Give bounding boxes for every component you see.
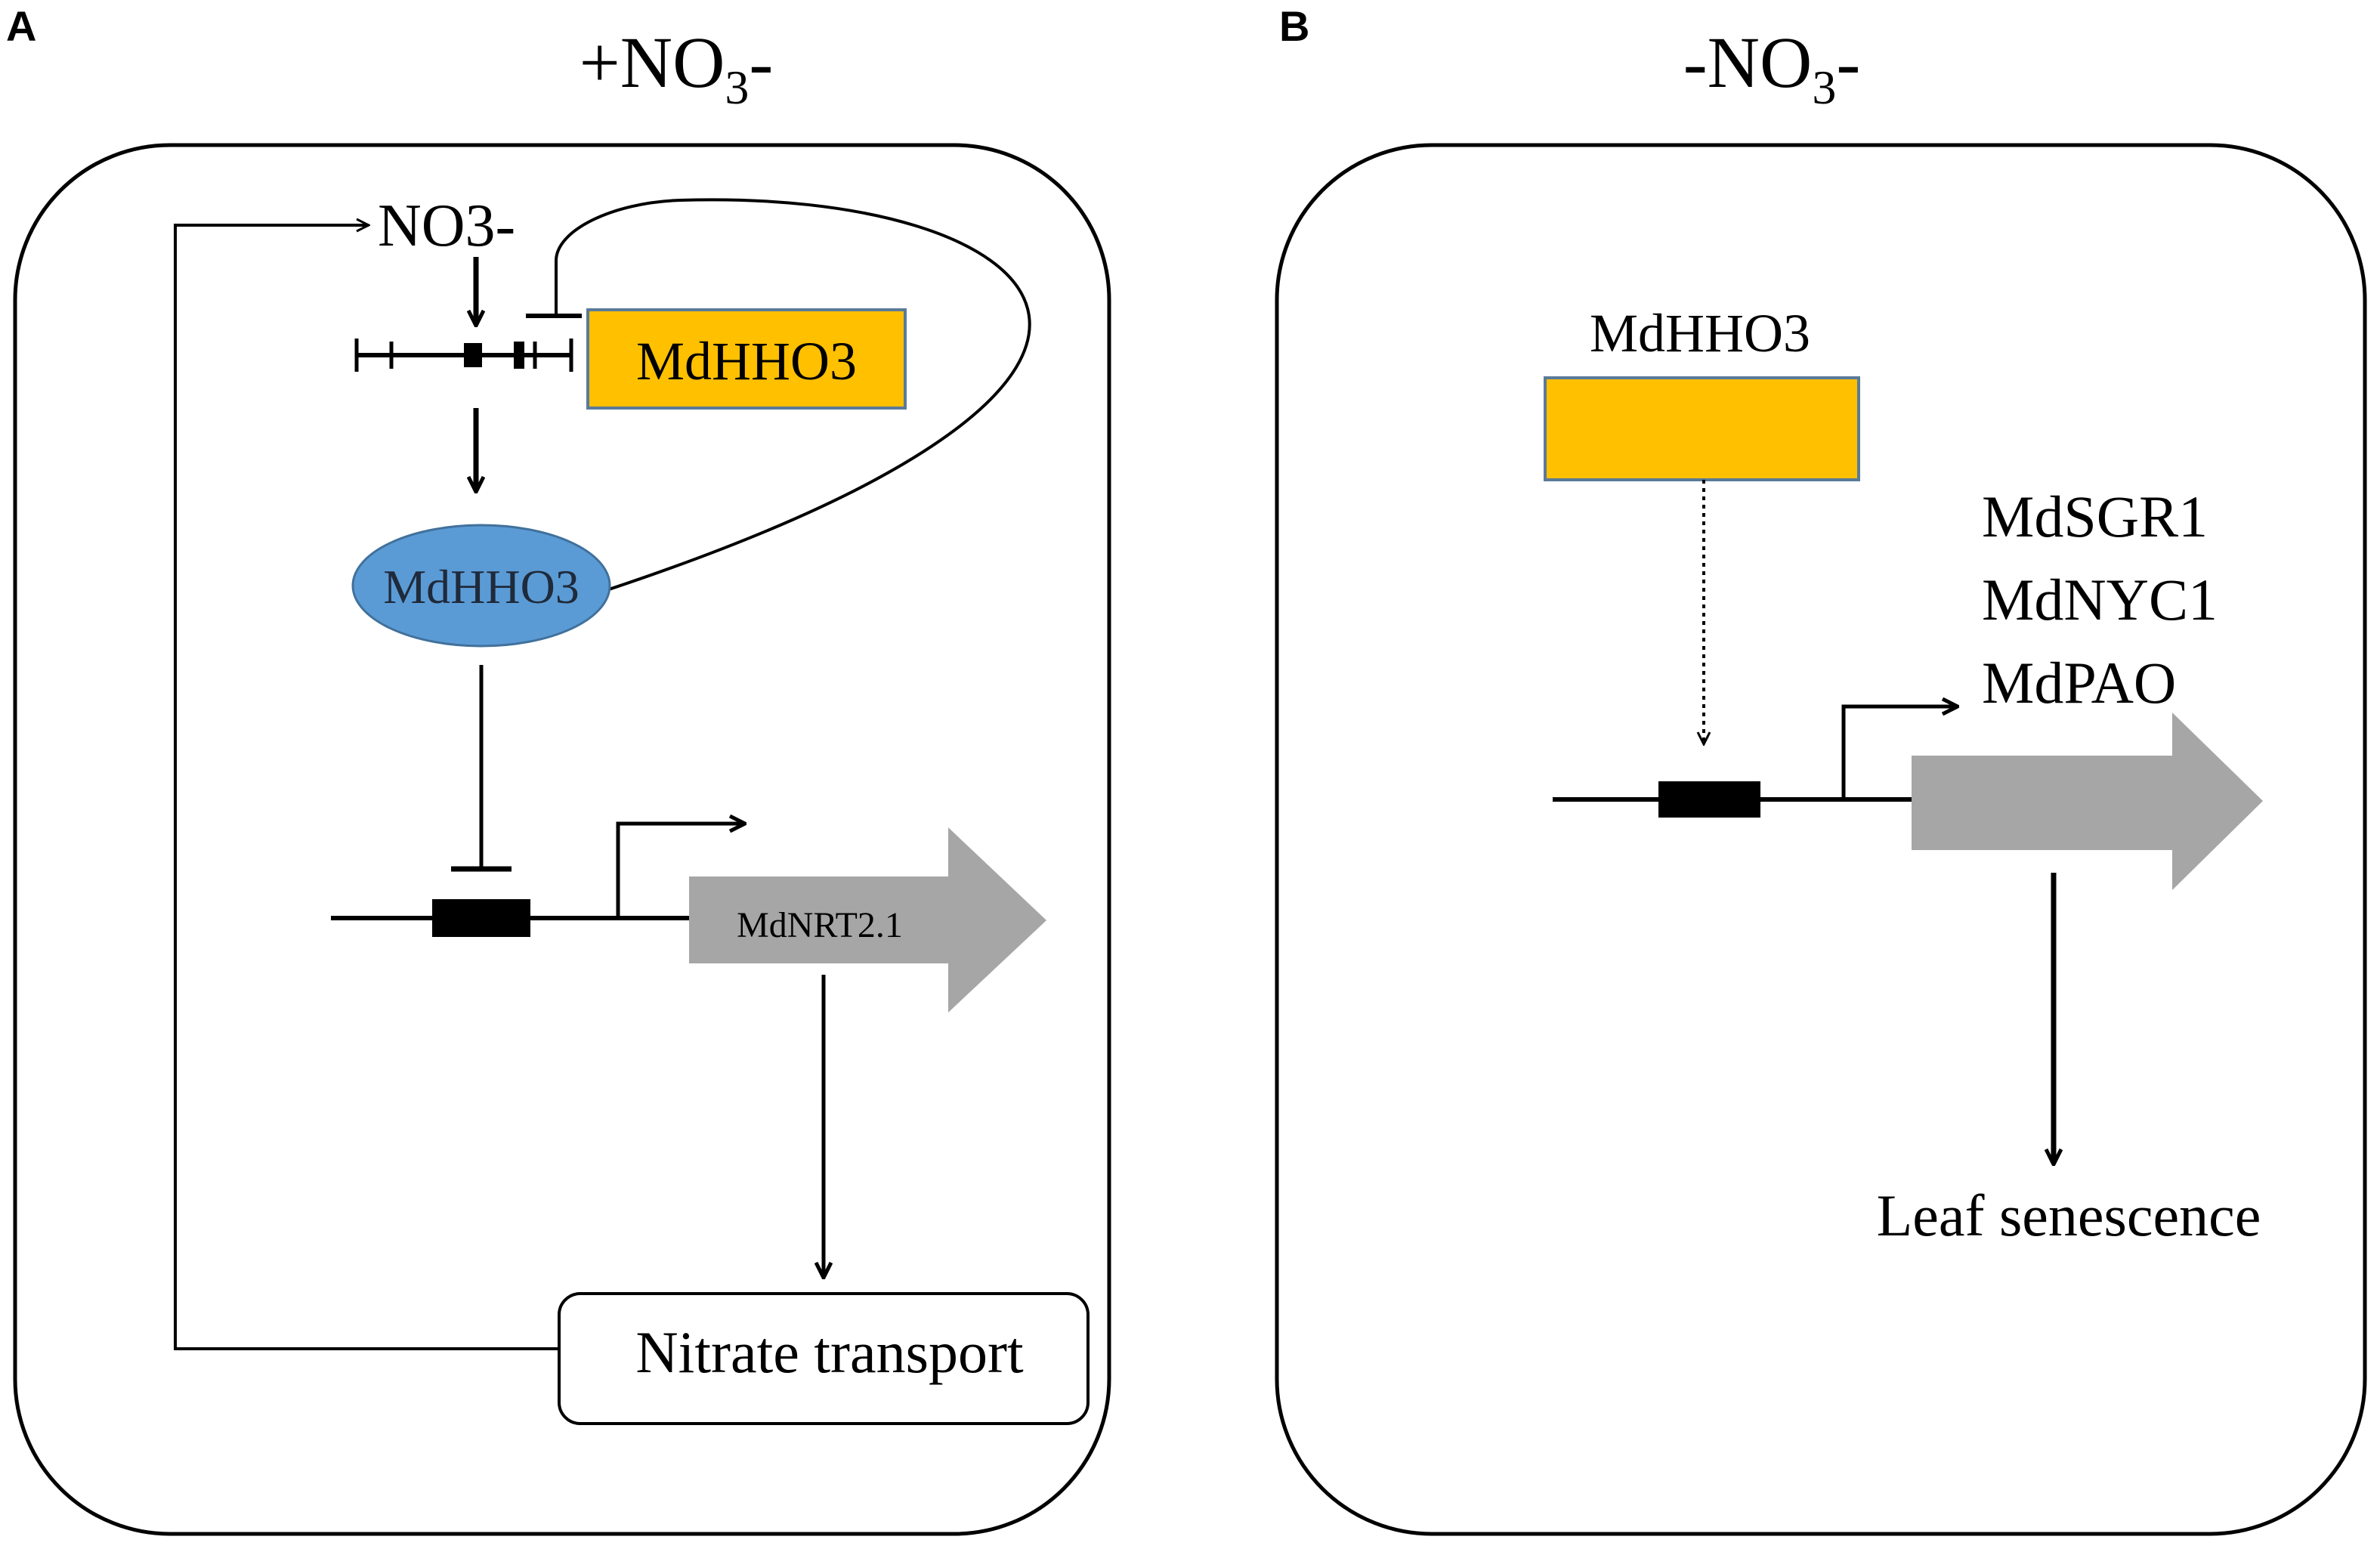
nitrate-transport-box bbox=[558, 1292, 1090, 1425]
target-gene-mdsgr1: MdSGR1 bbox=[1982, 484, 2208, 549]
mdnrt21-gene-label: MdNRT2.1 bbox=[737, 905, 903, 945]
nitrate-signal-label: NO3- bbox=[378, 193, 515, 259]
panel-a-letter: A bbox=[6, 2, 36, 50]
panel-a-title-subscript: 3 bbox=[725, 60, 749, 114]
nitrate-transport-label: Nitrate transport bbox=[635, 1319, 1024, 1385]
panel-a-cell-boundary bbox=[13, 143, 1111, 1536]
senescence-genes-arrow bbox=[1912, 713, 2263, 890]
mdhho3-promoter-box bbox=[586, 308, 907, 410]
autoregulation-loop bbox=[555, 198, 1031, 592]
panel-b-cell-boundary bbox=[1275, 143, 2367, 1536]
feedback-loop-arrow bbox=[174, 225, 558, 1350]
nrt21-promoter-element bbox=[432, 899, 530, 937]
nrt21-tss-arrow bbox=[616, 824, 744, 918]
mdhho3-protein-label: MdHHO3 bbox=[383, 560, 580, 614]
mdhho3-gene-structure bbox=[354, 339, 573, 372]
panel-b-title: -NO3- bbox=[1683, 22, 1861, 114]
leaf-senescence-label: Leaf senescence bbox=[1877, 1183, 2261, 1248]
senescence-tss-arrow bbox=[1841, 706, 1957, 799]
panel-a-title-suffix: - bbox=[749, 22, 773, 103]
panel-a-title: +NO3- bbox=[580, 22, 774, 114]
senescence-promoter-element bbox=[1658, 781, 1760, 818]
panel-a: A +NO3- NO3- MdHHO3 MdHHO3 bbox=[6, 2, 1111, 1536]
target-gene-mdnyc1: MdNYC1 bbox=[1982, 567, 2218, 632]
panel-a-title-prefix: +NO bbox=[580, 22, 725, 103]
panel-b: B -NO3- MdHHO3 MdSGR1 MdNYC1 MdPAO Leaf … bbox=[1275, 2, 2367, 1536]
mdnrt21-gene-arrow bbox=[689, 827, 1046, 1013]
panel-b-title-prefix: -NO bbox=[1683, 22, 1813, 103]
mdhho3-regulator-box bbox=[1544, 376, 1860, 481]
mdhho3-promoter-box-label: MdHHO3 bbox=[636, 331, 857, 391]
panel-b-letter: B bbox=[1279, 2, 1309, 50]
target-gene-mdpao: MdPAO bbox=[1982, 650, 2176, 716]
panel-b-title-suffix: - bbox=[1836, 22, 1860, 103]
mdhho3-regulator-label: MdHHO3 bbox=[1590, 303, 1810, 363]
mdhho3-protein bbox=[351, 524, 611, 648]
panel-b-title-subscript: 3 bbox=[1812, 60, 1836, 114]
